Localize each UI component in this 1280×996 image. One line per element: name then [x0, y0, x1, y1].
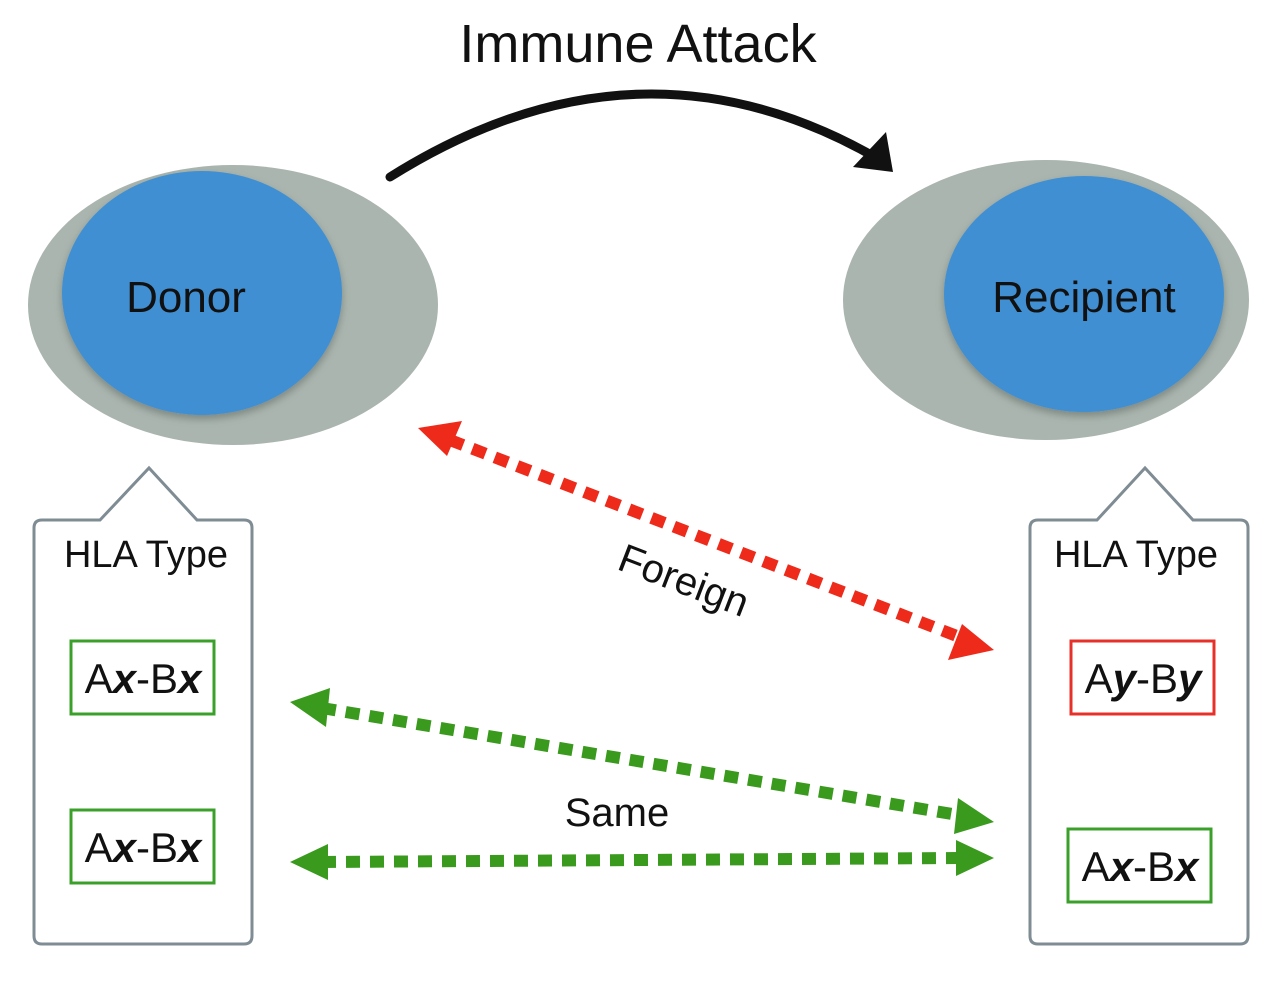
same-label: Same	[565, 791, 670, 835]
donor-hla-title: HLA Type	[64, 534, 228, 576]
same-arrow-lower	[290, 840, 994, 880]
svg-text:Ay-By: Ay-By	[1085, 655, 1204, 702]
donor-cell-nucleus	[62, 171, 342, 415]
recipient-hla-title: HLA Type	[1054, 534, 1218, 576]
recipient-allele-2: Ax-Bx	[1066, 827, 1213, 904]
donor-label: Donor	[126, 273, 246, 322]
recipient-allele-1: Ay-By	[1069, 639, 1216, 716]
donor-hla-callout: HLA Type Ax-Bx Ax-Bx	[32, 465, 254, 946]
immune-attack-arrow	[385, 89, 893, 182]
svg-text:Ax-Bx: Ax-Bx	[85, 824, 203, 871]
foreign-label: Foreign	[612, 536, 754, 626]
foreign-arrow	[418, 421, 994, 660]
recipient-label: Recipient	[992, 273, 1175, 322]
svg-text:Ax-Bx: Ax-Bx	[85, 655, 203, 702]
same-arrow-upper	[290, 688, 994, 834]
donor-allele-1: Ax-Bx	[69, 639, 216, 716]
donor-cell: Donor	[28, 165, 438, 445]
svg-text:Ax-Bx: Ax-Bx	[1082, 843, 1200, 890]
donor-allele-2: Ax-Bx	[69, 808, 216, 885]
recipient-hla-callout: HLA Type Ay-By Ax-Bx	[1028, 465, 1250, 946]
diagram-title: Immune Attack	[459, 14, 817, 74]
recipient-cell: Recipient	[843, 160, 1249, 440]
recipient-cell-nucleus	[944, 176, 1224, 412]
